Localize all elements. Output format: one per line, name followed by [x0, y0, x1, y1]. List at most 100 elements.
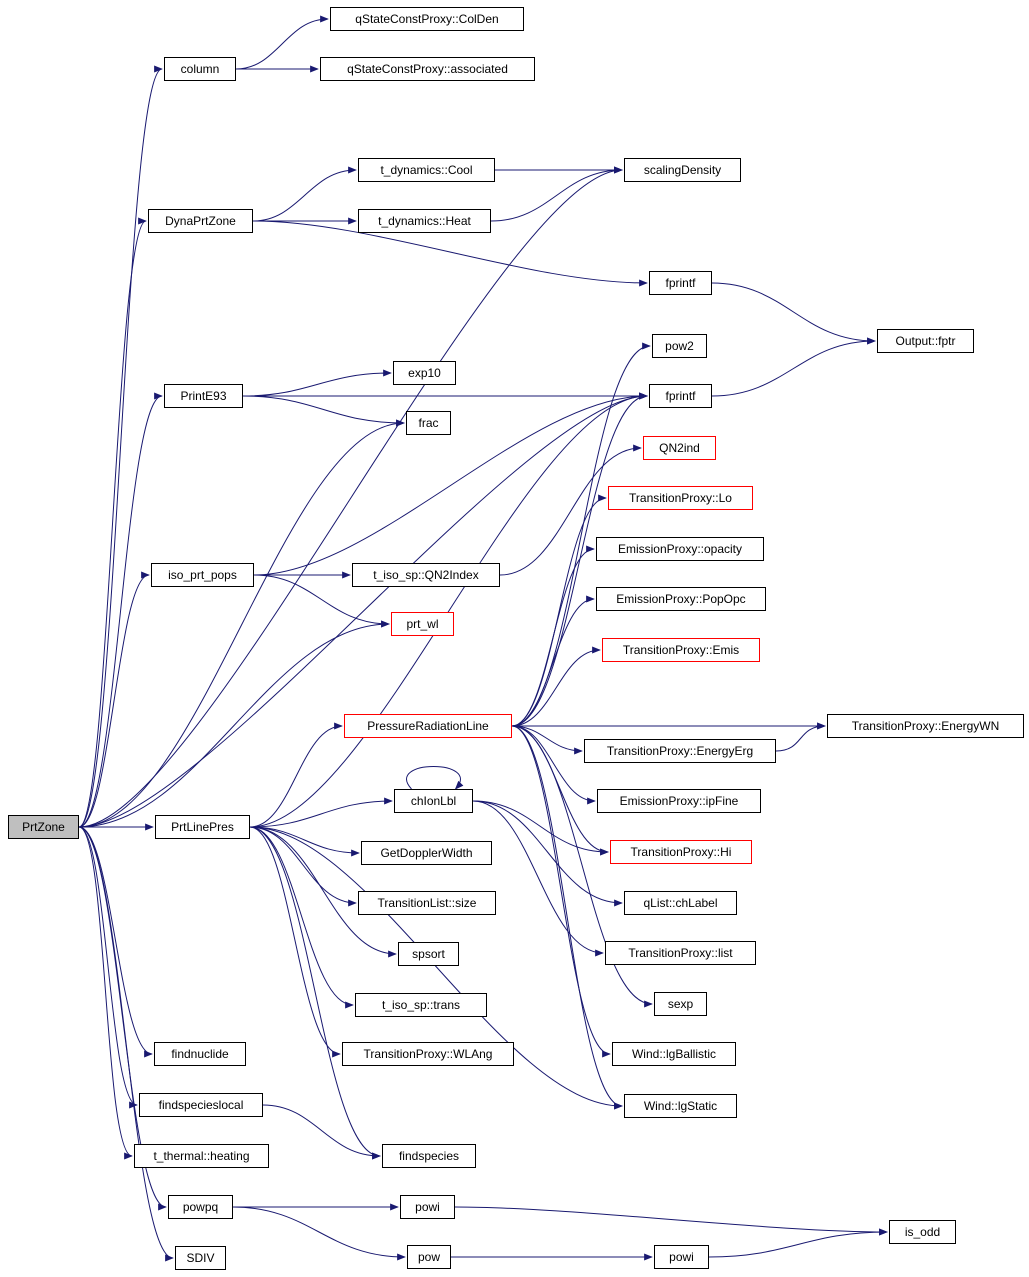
node-pow[interactable]: pow [407, 1245, 451, 1269]
edge-prl-energyerg [511, 725, 583, 755]
node-findnuclide[interactable]: findnuclide [154, 1042, 246, 1066]
node-trans[interactable]: t_iso_sp::trans [355, 993, 487, 1017]
node-powi1[interactable]: powi [400, 1195, 455, 1219]
node-popopc[interactable]: EmissionProxy::PopOpc [596, 587, 766, 611]
node-sexp[interactable]: sexp [654, 992, 707, 1016]
node-lgstatic[interactable]: Wind::lgStatic [624, 1094, 737, 1118]
edge-fprintf1-fptr [711, 282, 876, 345]
node-fptr[interactable]: Output::fptr [877, 329, 974, 353]
edge-powi1-isodd [454, 1206, 888, 1236]
edge-fprintf2-fptr [711, 337, 876, 397]
node-fprintf2[interactable]: fprintf [649, 384, 712, 408]
edge-prtzone-printe93 [78, 392, 163, 828]
edge-prl-fprintf2 [511, 392, 648, 727]
edge-column-colden [235, 15, 329, 70]
edge-prl-pow2 [511, 342, 651, 727]
node-lgballistic[interactable]: Wind::lgBallistic [612, 1042, 736, 1066]
node-associated[interactable]: qStateConstProxy::associated [320, 57, 535, 81]
edge-prtlinepres-fprintf2 [249, 392, 648, 828]
node-qn2index[interactable]: t_iso_sp::QN2Index [352, 563, 500, 587]
node-findspecieslocal[interactable]: findspecieslocal [139, 1093, 263, 1117]
edge-chionlbl-hi [472, 800, 609, 856]
edge-prtzone-dynaprtzone [78, 217, 147, 828]
edge-prl-lo [511, 494, 607, 727]
edge-prl-opacity [511, 545, 595, 727]
edge-prtlinepres-getdopplerwidth [249, 826, 360, 857]
node-findspecies[interactable]: findspecies [382, 1144, 476, 1168]
edge-heat-scalingdensity [490, 166, 623, 222]
node-prtzone: PrtZone [8, 815, 79, 839]
edge-prl-emis [511, 646, 601, 727]
edge-printe93-frac [242, 395, 405, 427]
node-hi[interactable]: TransitionProxy::Hi [610, 840, 752, 864]
edge-energyerg-energywn [775, 722, 826, 752]
edge-prl-lgstatic [511, 725, 623, 1110]
edge-prtzone-theating [78, 826, 133, 1160]
node-fprintf1[interactable]: fprintf [649, 271, 712, 295]
node-isoprtpops[interactable]: iso_prt_pops [151, 563, 254, 587]
node-cool[interactable]: t_dynamics::Cool [358, 158, 495, 182]
node-list[interactable]: TransitionProxy::list [605, 941, 756, 965]
edge-powpq-pow [232, 1206, 406, 1261]
edge-prtzone-prtwl [78, 620, 390, 828]
edge-prtlinepres-prl [249, 722, 343, 828]
node-wlang[interactable]: TransitionProxy::WLAng [342, 1042, 514, 1066]
edge-prtlinepres-findspecies [249, 826, 381, 1160]
edge-prtlinepres-spsort [249, 826, 397, 958]
edge-prl-popopc [511, 595, 595, 727]
node-frac[interactable]: frac [406, 411, 451, 435]
node-pow2[interactable]: pow2 [652, 334, 707, 358]
edge-prtlinepres-chionlbl [249, 797, 393, 828]
node-isodd[interactable]: is_odd [889, 1220, 956, 1244]
node-energywn[interactable]: TransitionProxy::EnergyWN [827, 714, 1024, 738]
node-column[interactable]: column [164, 57, 236, 81]
edge-prtzone-isoprtpops [78, 571, 150, 828]
node-chlabel[interactable]: qList::chLabel [624, 891, 737, 915]
edge-prl-sexp [511, 725, 653, 1008]
node-prl[interactable]: PressureRadiationLine [344, 714, 512, 738]
node-lo[interactable]: TransitionProxy::Lo [608, 486, 753, 510]
node-scalingdensity[interactable]: scalingDensity [624, 158, 741, 182]
edge-chionlbl-chionlbl [406, 766, 464, 790]
node-dynaprtzone[interactable]: DynaPrtZone [148, 209, 253, 233]
node-chionlbl[interactable]: chIonLbl [394, 789, 473, 813]
edge-dynaprtzone-cool [252, 166, 357, 222]
node-qn2ind[interactable]: QN2ind [643, 436, 716, 460]
edge-dynaprtzone-fprintf1 [252, 220, 648, 287]
node-size[interactable]: TransitionList::size [358, 891, 496, 915]
edge-prtzone-column [78, 65, 163, 828]
edge-powi2-isodd [708, 1228, 888, 1258]
node-powi2[interactable]: powi [654, 1245, 709, 1269]
node-prtwl[interactable]: prt_wl [391, 612, 454, 636]
node-heat[interactable]: t_dynamics::Heat [358, 209, 491, 233]
node-theating[interactable]: t_thermal::heating [134, 1144, 269, 1168]
node-colden[interactable]: qStateConstProxy::ColDen [330, 7, 524, 31]
edge-qn2index-qn2ind [499, 444, 642, 576]
node-opacity[interactable]: EmissionProxy::opacity [596, 537, 764, 561]
node-getdopplerwidth[interactable]: GetDopplerWidth [361, 841, 492, 865]
edge-isoprtpops-prtwl [253, 574, 390, 628]
node-sdiv[interactable]: SDIV [175, 1246, 226, 1270]
node-prtlinepres[interactable]: PrtLinePres [155, 815, 250, 839]
node-spsort[interactable]: spsort [398, 942, 459, 966]
edge-chionlbl-chlabel [472, 800, 623, 907]
edge-prtzone-findspecieslocal [78, 826, 138, 1109]
edge-chionlbl-list [472, 800, 604, 957]
edge-printe93-exp10 [242, 369, 392, 397]
edge-prtzone-fprintf2 [78, 392, 648, 828]
node-ipfine[interactable]: EmissionProxy::ipFine [597, 789, 761, 813]
node-emis[interactable]: TransitionProxy::Emis [602, 638, 760, 662]
edge-prtzone-scalingdensity [78, 166, 623, 828]
edge-findspecieslocal-findspecies [262, 1104, 381, 1160]
edge-prtlinepres-trans [249, 826, 354, 1009]
node-energyerg[interactable]: TransitionProxy::EnergyErg [584, 739, 776, 763]
edge-group [78, 15, 888, 1262]
edge-prtlinepres-wlang [249, 826, 341, 1058]
node-printe93[interactable]: PrintE93 [164, 384, 243, 408]
edge-prtzone-findnuclide [78, 826, 153, 1058]
edge-prtzone-sdiv [78, 826, 174, 1262]
node-powpq[interactable]: powpq [168, 1195, 233, 1219]
node-exp10[interactable]: exp10 [393, 361, 456, 385]
